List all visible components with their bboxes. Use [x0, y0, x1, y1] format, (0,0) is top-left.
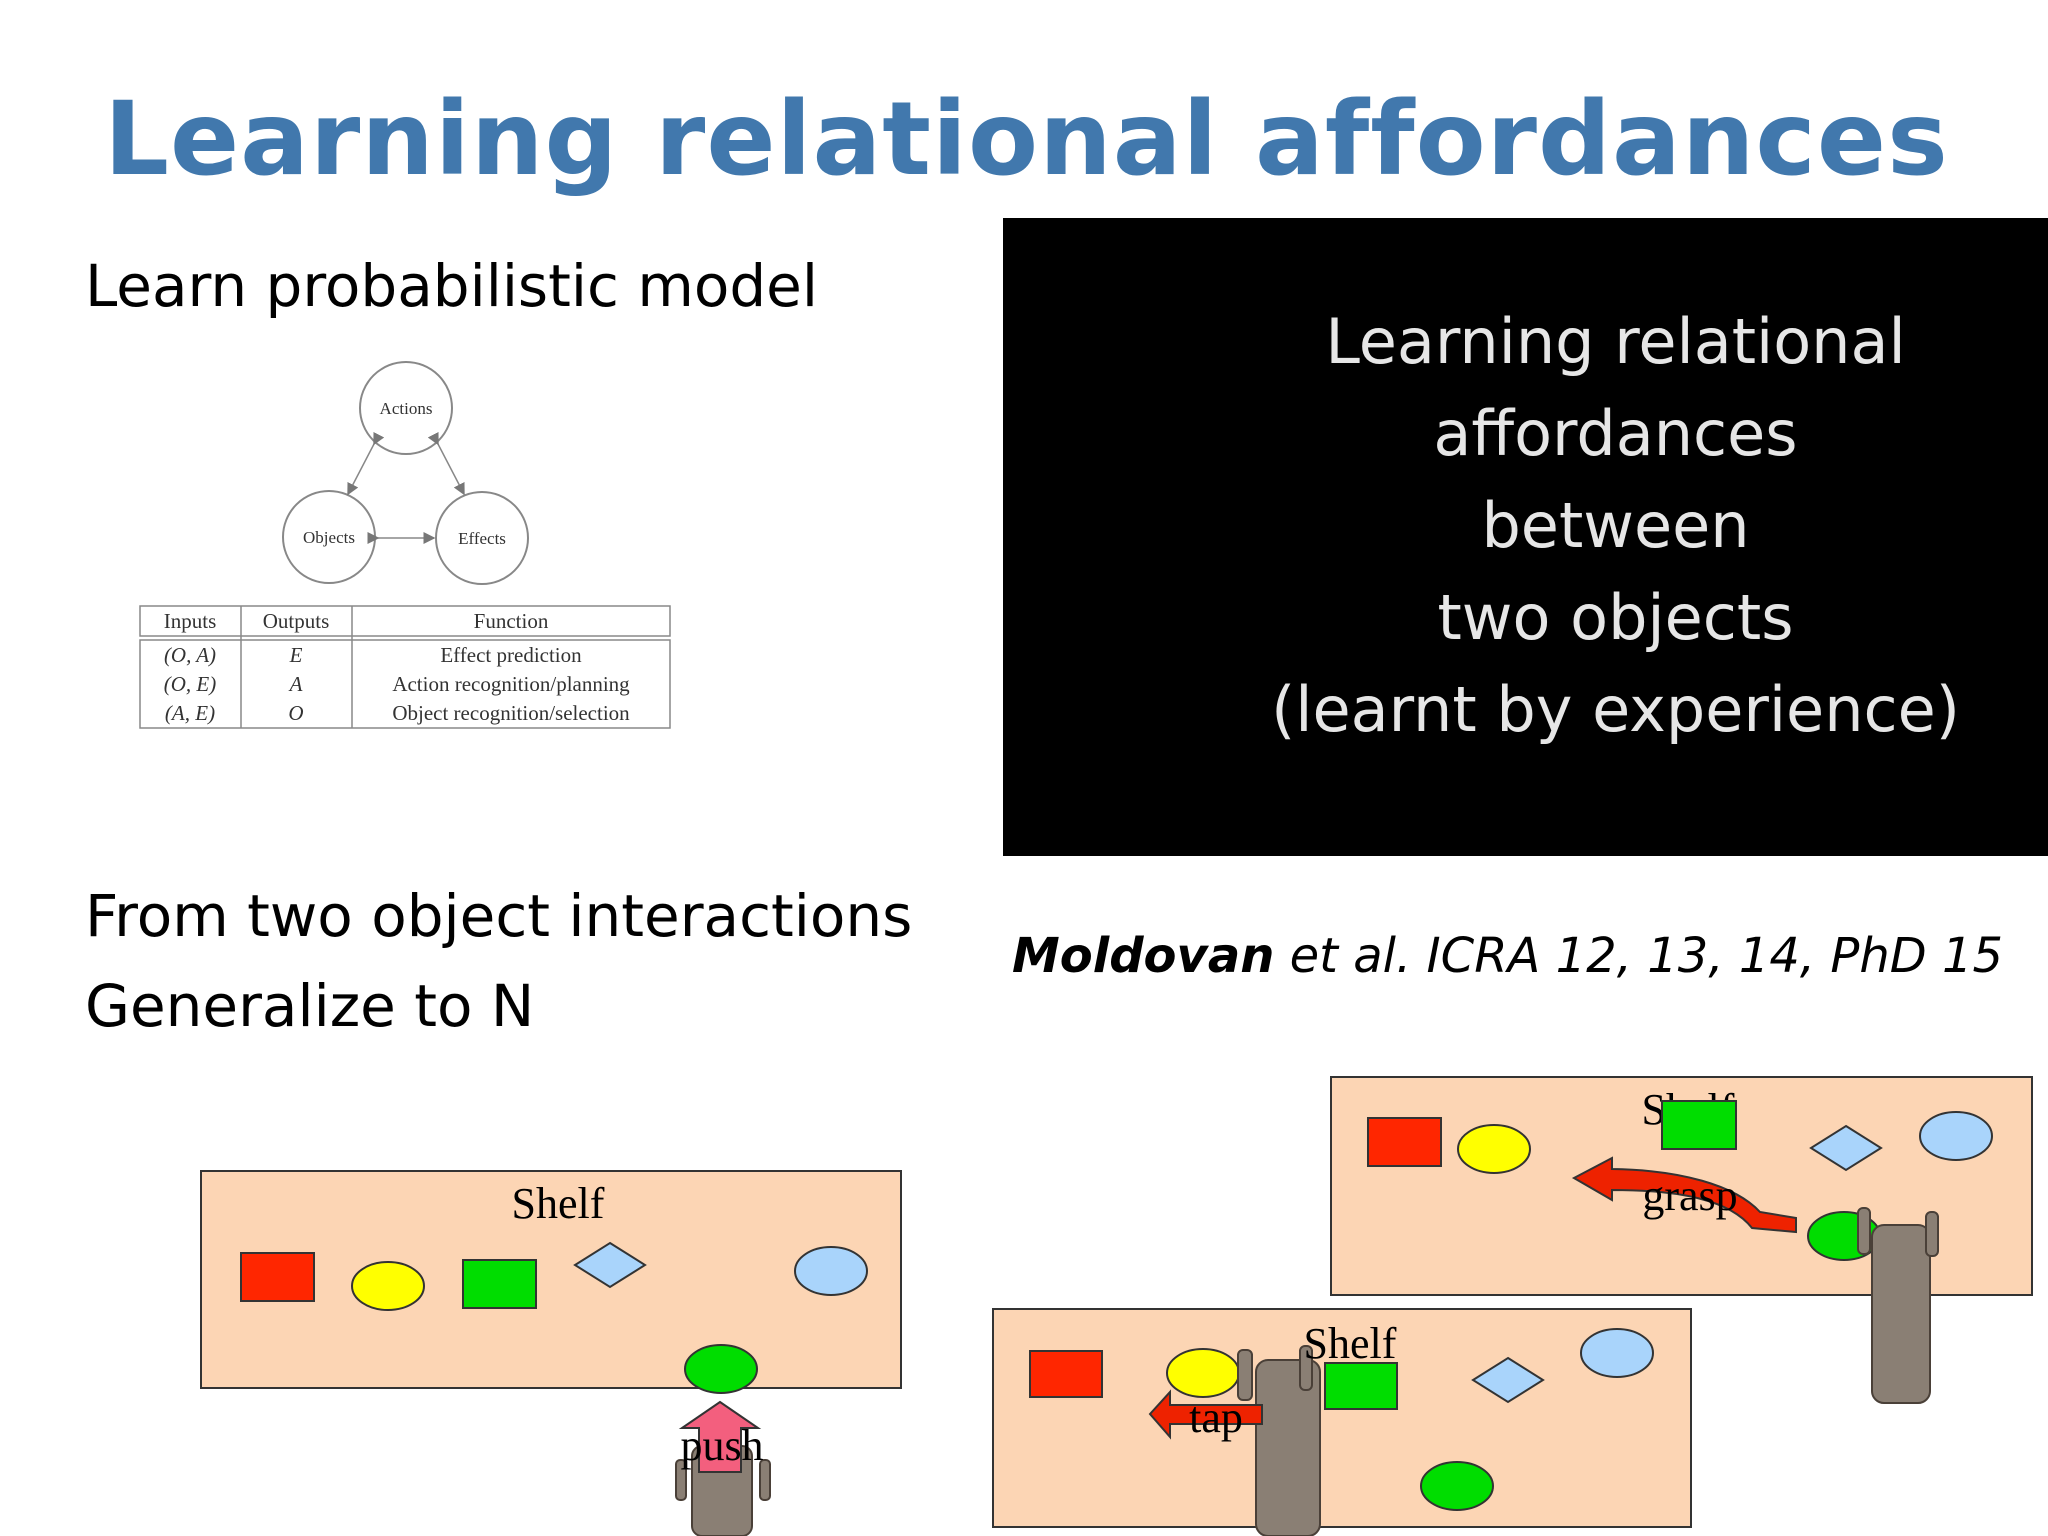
citation-venues: et al. ICRA 12, 13, 14, PhD 15	[1274, 928, 2004, 984]
shelf	[992, 1308, 1692, 1528]
affordance-model-diagram: Actions Objects Effects Inputs Outputs F…	[139, 361, 671, 729]
citation: Moldovan et al. ICRA 12, 13, 14, PhD 15	[1012, 928, 2003, 984]
video-line: two objects	[1437, 581, 1794, 654]
video-player[interactable]: Learning relational affordances between …	[1003, 218, 2048, 856]
table-cell: (A, E)	[165, 701, 215, 725]
table-header-function: Function	[474, 609, 549, 633]
table-cell: Object recognition/selection	[392, 701, 630, 725]
table-cell: Effect prediction	[440, 643, 582, 667]
shelf-scenes: Shelf push Shelf tap	[200, 1076, 2033, 1536]
edge-actions-objects	[347, 431, 385, 496]
action-label-push: push	[680, 1421, 763, 1470]
scene-tap: Shelf tap	[992, 1308, 1692, 1536]
video-line: between	[1481, 489, 1750, 562]
green-box	[462, 1259, 537, 1309]
table-cell: E	[289, 643, 303, 667]
table-cell: Action recognition/planning	[392, 672, 630, 696]
push-arrow	[678, 1400, 762, 1473]
green-ellipse	[1420, 1461, 1494, 1511]
yellow-ellipse	[1457, 1124, 1531, 1174]
red-box	[1029, 1350, 1103, 1398]
green-box	[1324, 1362, 1398, 1410]
blue-diamond	[1809, 1124, 1883, 1172]
video-line: affordances	[1433, 397, 1798, 470]
blue-ellipse	[1580, 1328, 1654, 1378]
yellow-ellipse	[1166, 1348, 1240, 1398]
robot-hand-icon	[1857, 1207, 1939, 1404]
yellow-ellipse	[351, 1261, 425, 1311]
objects-node-label: Objects	[303, 528, 355, 547]
tap-arrow	[1148, 1389, 1263, 1440]
actions-node	[359, 361, 453, 455]
scene-push: Shelf push	[200, 1170, 902, 1536]
video-line: Learning relational	[1325, 305, 1906, 378]
blue-diamond	[573, 1241, 647, 1289]
bullet-generalize: Generalize to N	[85, 972, 535, 1040]
video-line: (learnt by experience)	[1271, 673, 1960, 746]
red-box	[1367, 1117, 1442, 1167]
green-ellipse	[684, 1344, 758, 1394]
blue-ellipse	[794, 1246, 868, 1296]
table-header-outputs: Outputs	[263, 609, 330, 633]
table-cell: A	[288, 672, 303, 696]
action-label-tap: tap	[1189, 1393, 1243, 1442]
edge-actions-effects	[427, 431, 465, 496]
blue-ellipse	[1919, 1111, 1993, 1161]
effects-node-label: Effects	[458, 529, 506, 548]
action-label-grasp: grasp	[1642, 1171, 1737, 1220]
bullet-two-object: From two object interactions	[85, 882, 913, 950]
grasp-arrow	[1571, 1156, 1797, 1234]
table-cell: O	[288, 701, 303, 725]
shelf	[200, 1170, 902, 1389]
video-overlay-text: Learning relational affordances between …	[1003, 296, 2048, 756]
green-box	[1661, 1100, 1737, 1150]
citation-author: Moldovan	[1012, 928, 1275, 984]
shelf-label: Shelf	[512, 1179, 605, 1228]
function-table: Inputs Outputs Function (O, A) E Effect …	[139, 605, 671, 729]
table-cell: (O, E)	[164, 672, 216, 696]
scene-grasp: Shelf grasp	[1330, 1076, 2033, 1404]
shelf-label: Shelf	[1304, 1319, 1397, 1368]
red-box	[240, 1252, 315, 1302]
table-cell: (O, A)	[164, 643, 216, 667]
robot-hand-icon	[1237, 1345, 1321, 1536]
table-header-inputs: Inputs	[164, 609, 217, 633]
effects-node	[435, 491, 529, 585]
actions-node-label: Actions	[380, 399, 433, 418]
blue-diamond	[1471, 1356, 1545, 1404]
slide-title: Learning relational affordances	[104, 80, 1949, 199]
bullet-learn-model: Learn probabilistic model	[85, 252, 818, 320]
